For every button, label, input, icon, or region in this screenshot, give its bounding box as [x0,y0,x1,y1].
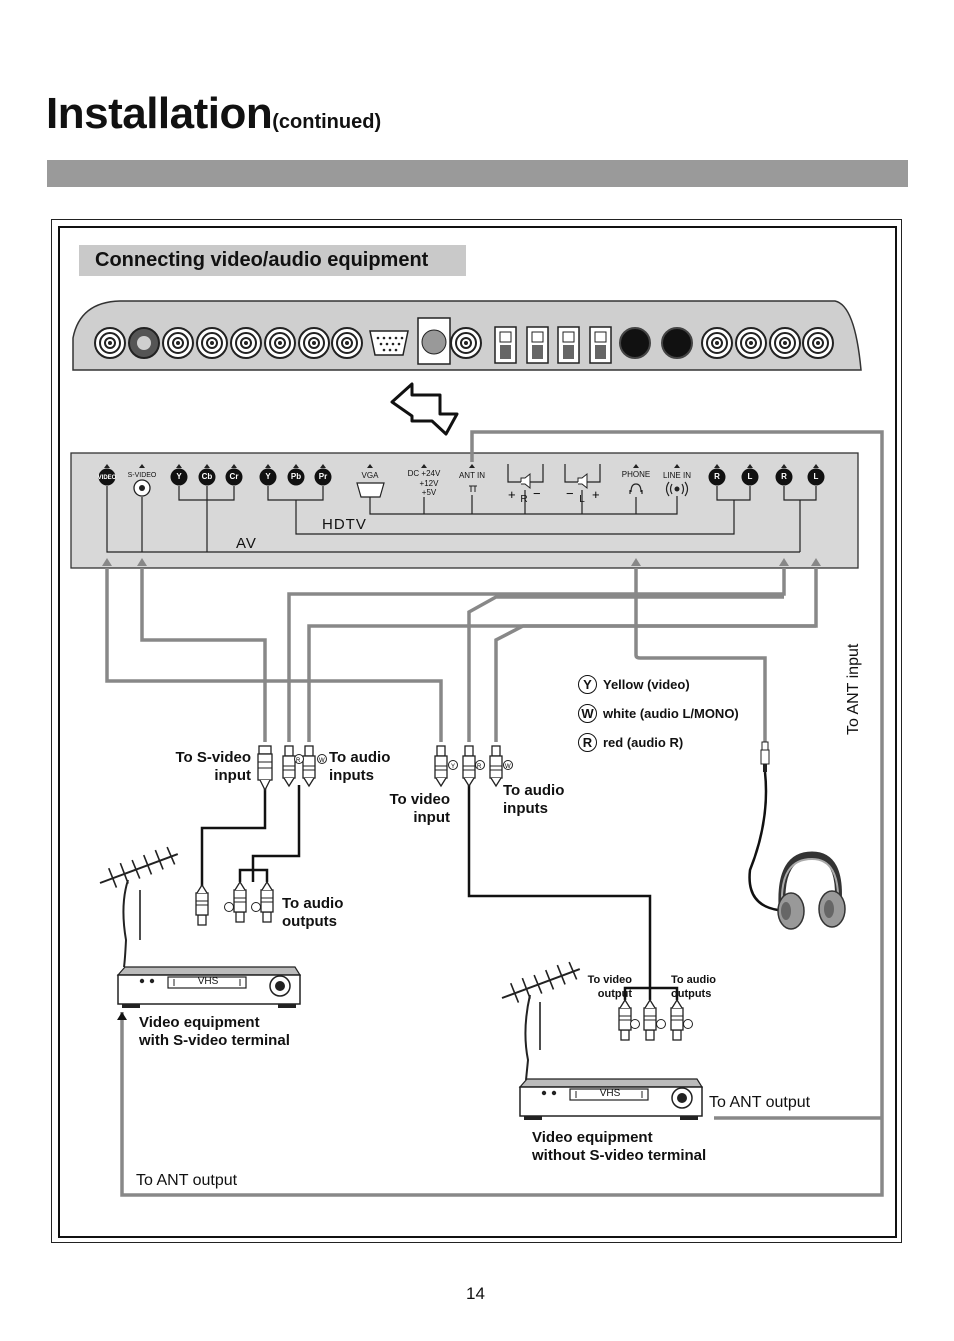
svg-text:R: R [477,764,482,770]
legend-white: W white (audio L/MONO) [578,704,739,723]
svg-text:W: W [319,758,325,764]
svg-text:−: − [533,486,541,501]
legend-yellow-letter: Y [578,675,597,694]
legend-red-text: red (audio R) [603,735,684,750]
label-equipment-with-svideo: Video equipment with S-video terminal [139,1014,290,1049]
strip-jacks [94,317,834,365]
panel-l1: L [747,472,753,481]
section-title: Connecting video/audio equipment [79,245,466,276]
panel-pr: Pr [318,472,328,481]
svg-text:+: + [508,487,516,502]
legend-white-letter: W [578,704,597,723]
title-main: Installation [46,89,273,138]
svg-text:W: W [505,764,511,770]
panel-video-tag: VIDEO [97,475,117,481]
svg-text:R: R [296,758,301,764]
title-suffix: (continued) [272,111,382,133]
label-equipment-without-svideo: Video equipment without S-video terminal [532,1129,707,1164]
vcr-2 [518,1078,704,1120]
headphone-plug [760,741,770,772]
panel-svideo-tag: S-VIDEO [127,472,157,479]
panel-y2: Y [265,472,271,481]
panel-r2: R [781,472,787,481]
panel-l2: L [813,472,819,481]
svg-text:−: − [566,486,574,501]
legend-yellow: Y Yellow (video) [578,675,690,694]
vcr-1-label: VHS [197,976,219,987]
label-to-ant-output-1: To ANT output [136,1172,238,1189]
antenna-1 [96,845,182,890]
panel-cb: Cb [201,472,213,481]
legend-white-text: white (audio L/MONO) [603,706,739,721]
panel-r1: R [714,472,720,481]
panel-hdtv-label: HDTV [322,516,367,533]
label-to-video-output: To video output [587,974,632,1000]
label-to-audio-outputs-2: To audio outputs [671,974,717,1000]
label-to-svideo-input: To S-video input [175,749,251,784]
panel-vga: VGA [361,471,379,480]
legend-red: R red (audio R) [578,733,683,752]
panel-speaker-r: R [520,494,528,505]
label-to-audio-inputs-1: To audio inputs [329,749,391,784]
svg-text:Y: Y [451,764,455,770]
headphones-icon [777,851,846,930]
panel-av-label: AV [236,535,257,552]
panel-dc-2: +12V [419,479,439,488]
speaker-terminals [494,326,612,364]
panel-dc-1: DC +24V [407,469,441,478]
panel-speaker-l: L [579,494,585,505]
panel-y1: Y [176,472,182,481]
legend-yellow-text: Yellow (video) [603,677,690,692]
svideo-plug [257,745,273,792]
panel-pb: Pb [290,472,302,481]
label-to-ant-output-2: To ANT output [709,1094,811,1111]
page-number: 14 [466,1284,485,1303]
label-to-ant-input: To ANT input [845,643,862,735]
vcr-2-label: VHS [599,1088,621,1099]
header-divider-bar [47,160,908,187]
panel-ant-in: ANT IN [458,471,486,480]
label-to-audio-inputs-2: To audio inputs [503,782,565,817]
vcr-1 [116,966,302,1008]
legend-red-letter: R [578,733,597,752]
panel-cr: Cr [229,472,239,481]
page-title: Installation(continued) [46,92,381,136]
panel-line-in: LINE IN [662,471,691,480]
svg-text:+: + [592,487,600,502]
panel-phone: PHONE [621,470,651,479]
panel-dc-3: +5V [421,488,437,497]
label-to-video-input: To video input [389,791,450,826]
label-to-audio-outputs: To audio outputs [282,895,344,930]
diagram-frame-outer [51,219,902,1243]
direction-arrow [390,382,459,436]
diagram-frame-inner [58,226,897,1238]
